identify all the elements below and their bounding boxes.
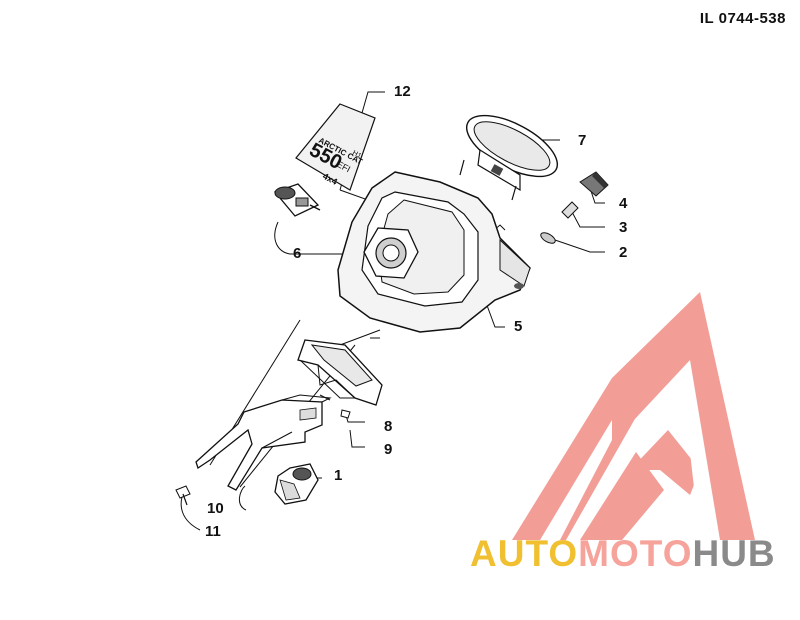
callout-3: 3 [619, 219, 628, 236]
callout-9: 9 [384, 441, 393, 458]
watermark-hub: HUB [692, 533, 776, 574]
callout-10: 10 [207, 500, 224, 517]
ignition-switch-part [274, 463, 319, 505]
watermark-auto: AUTO [470, 533, 579, 574]
bracket-frame-part [297, 339, 383, 406]
washer-part [540, 232, 556, 244]
watermark-logo [512, 292, 755, 540]
callout-8: 8 [384, 418, 393, 435]
watermark-moto: MOTO [578, 533, 693, 574]
instrument-pod-part [337, 171, 531, 333]
watermark-text: AUTOMOTOHUB [470, 533, 776, 575]
callout-4: 4 [619, 195, 628, 212]
illustration-code: IL 0744-538 [699, 10, 786, 27]
callout-11: 11 [205, 523, 221, 540]
callout-6: 6 [293, 245, 302, 262]
callout-5: 5 [514, 318, 523, 335]
screw-part [175, 485, 191, 506]
screw-small-part [340, 409, 351, 419]
callout-7: 7 [578, 132, 587, 149]
bulb-part [561, 201, 579, 219]
decal-part: ARCTIC CAT 550 H1 EFI 4x4 [295, 103, 376, 191]
gauge-part [459, 114, 559, 201]
callout-2: 2 [619, 244, 628, 261]
mounting-bracket-part [195, 394, 332, 491]
decal-suffix: H1 [351, 150, 362, 160]
callout-1: 1 [334, 467, 343, 484]
indicator-lens-part [579, 171, 609, 197]
accessory-plug-part [273, 183, 321, 217]
callout-12: 12 [394, 83, 411, 100]
